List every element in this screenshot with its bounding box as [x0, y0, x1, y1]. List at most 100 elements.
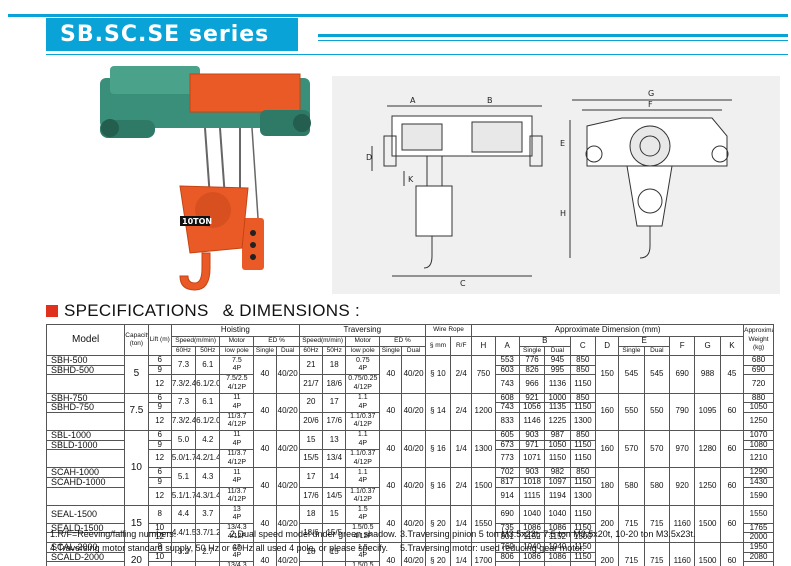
specs-heading-marker — [46, 305, 58, 317]
cell-d: 160 — [594, 392, 620, 431]
header-dim-b: B — [518, 336, 571, 347]
cell-h60: 4.4/1.5 — [170, 522, 197, 544]
header-e-dual: Dual — [643, 345, 671, 357]
motor-spec-line: 0.75/0.25 — [348, 375, 378, 383]
cell-t60: 18 — [298, 504, 324, 524]
cell-h60: 5.0 — [170, 429, 197, 451]
specs-heading-a: SPECIFICATIONS — [64, 301, 209, 320]
title-side-rule-thin — [318, 40, 788, 41]
table-row: 123.2/1.12.7/0.913/4.34/12P18/615/51.5/0… — [45, 561, 774, 566]
cell-bd: 1135 — [544, 402, 571, 413]
cell-rf: 2/4 — [450, 467, 473, 506]
cell-bs: 971 — [518, 439, 546, 451]
cell-hd: 40/20 — [275, 467, 300, 506]
cell-c: 850 — [569, 467, 597, 478]
cell-c: 850 — [569, 355, 597, 366]
cell-bd: 995 — [544, 364, 571, 376]
cell-h: 1500 — [471, 467, 496, 506]
cell-bs: 826 — [518, 364, 546, 376]
cell-t50: 14/5 — [322, 486, 347, 506]
header-lift: Lift (m) — [147, 323, 172, 357]
cell-t60: 17 — [298, 467, 324, 488]
cell-a: 773 — [494, 449, 520, 469]
cell-f: 690 — [669, 355, 696, 394]
dim-label-e: E — [560, 139, 565, 148]
cell-hd: 40/20 — [275, 429, 300, 469]
cell-h60: 7.3/2.4 — [170, 411, 197, 431]
cell-es: 570 — [618, 429, 645, 469]
cell-bd: 1097 — [544, 476, 571, 488]
cell-h50: 4.3 — [195, 467, 221, 488]
header-capacity: Capacity (ton) — [124, 323, 149, 357]
cell-k: 45 — [719, 355, 745, 394]
dim-label-c: C — [460, 279, 466, 288]
cell-t50: 18 — [322, 355, 347, 376]
cell-es: 545 — [618, 355, 645, 394]
cell-model: SBHD-500 — [45, 364, 126, 376]
cell-h50: 6.1 — [195, 355, 221, 376]
cell-model — [45, 374, 126, 394]
cell-a: 673 — [494, 439, 520, 451]
cell-model: SBH-750 — [45, 392, 126, 404]
cell-model: SBLD-1000 — [45, 439, 126, 451]
cell-lift: 9 — [147, 364, 172, 376]
cell-ts: 40 — [379, 429, 403, 469]
cell-bd: 1136 — [544, 374, 571, 394]
cell-bd: 1040 — [544, 504, 571, 524]
cell-h50: 6.1 — [195, 392, 221, 413]
motor-spec-line: 11 — [233, 394, 241, 402]
cell-h: 1200 — [471, 392, 496, 431]
cell-c: 1150 — [569, 374, 597, 394]
header-dim-f: F — [669, 335, 696, 357]
motor-spec-line: 4P — [232, 514, 242, 522]
header-hoist-dual: Dual — [275, 345, 300, 357]
cell-capacity: 7.5 — [124, 392, 149, 431]
motor-spec-line: 1.1 — [357, 468, 368, 476]
cell-a: 833 — [494, 411, 520, 431]
cell-model — [45, 449, 126, 469]
motor-spec-line: 0.75 — [355, 356, 370, 364]
cell-dia: § 20 — [424, 542, 452, 566]
cell-model — [45, 561, 126, 566]
cell-w: 1550 — [743, 504, 774, 524]
header-hoist-motor: Motor — [219, 336, 255, 347]
footnote-1: 1.R/F=Reeving/falling numbers. — [50, 529, 177, 539]
cell-w: 1430 — [743, 476, 774, 488]
motor-spec-line: 4P — [358, 552, 368, 560]
dim-label-b: B — [487, 96, 493, 105]
motor-spec-line: 4/12P — [227, 458, 247, 466]
cell-h50: 6.1/2.0 — [195, 374, 221, 394]
motor-spec-line: 1.1/0.37 — [350, 450, 376, 458]
cell-lift: 12 — [147, 411, 172, 431]
motor-spec-line: 4P — [358, 365, 368, 373]
cell-w: 1250 — [743, 411, 774, 431]
cell-bs: 1056 — [518, 402, 546, 413]
motor-spec-line: 11 — [233, 468, 241, 476]
cell-t50: 14 — [322, 467, 347, 488]
motor-spec-line: 11/3.7 — [227, 487, 247, 495]
header-hoisting: Hoisting — [170, 324, 300, 337]
header-trav-dual: Dual — [401, 345, 426, 357]
cell-c: 1150 — [569, 504, 597, 524]
cell-h60: 3.2/1.1 — [170, 561, 197, 566]
header-e-single: Single — [618, 345, 645, 357]
cell-t50: 17/6 — [322, 411, 347, 431]
cell-a: 743 — [494, 402, 520, 413]
cell-h50: 6.1/2.0 — [195, 411, 221, 431]
cell-ed: 545 — [643, 355, 671, 394]
cell-h60: 7.3 — [170, 355, 197, 376]
title-bottom-rule — [46, 54, 788, 55]
cell-w: 2230 — [743, 561, 774, 566]
cell-rf: 1/4 — [450, 429, 473, 469]
cell-model: SCAH-1000 — [45, 467, 126, 478]
